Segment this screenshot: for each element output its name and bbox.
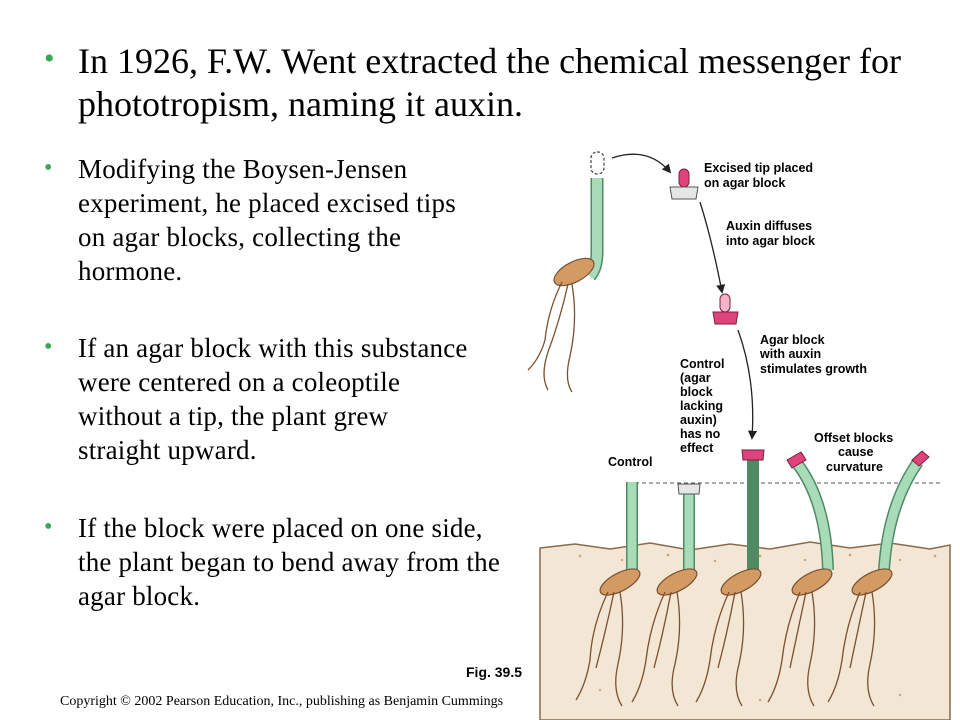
title-bullet: •: [44, 42, 55, 75]
label-control-a4: lacking: [680, 399, 723, 413]
bullet-dot-3: •: [44, 514, 53, 540]
label-control-a2: (agar: [680, 371, 711, 385]
bullet-dot-1: •: [44, 155, 53, 181]
label-control-a5: auxin): [680, 413, 717, 427]
arrow-to-pink-block: [699, 201, 726, 294]
label-agar-3: stimulates growth: [760, 362, 867, 376]
bullet-3: If the block were placed on one side, th…: [78, 513, 501, 611]
label-agar-1: Agar block: [760, 333, 825, 347]
plant-centered-block: [695, 449, 765, 707]
plant-gray-block: [631, 483, 701, 707]
arrow-to-plant: [737, 329, 758, 440]
label-control: Control: [608, 455, 652, 469]
seedling-excised: [527, 151, 605, 393]
slide-title: In 1926, F.W. Went extracted the chemica…: [78, 41, 901, 124]
label-excised-1: Excised tip placed: [704, 161, 813, 175]
label-control-a7: effect: [680, 441, 714, 455]
figure-label: Fig. 39.5: [466, 664, 523, 680]
plant-offset-left: [767, 451, 834, 707]
label-offset-2: cause: [838, 445, 873, 459]
arrow-tip-to-block: [611, 153, 672, 174]
auxin-agar-block: [712, 293, 739, 325]
label-control-a6: has no: [680, 427, 721, 441]
copyright-notice: Copyright © 2002 Pearson Education, Inc.…: [60, 694, 504, 709]
bullet-1: Modifying the Boysen-Jensen experiment, …: [78, 154, 456, 286]
label-diffuses-2: into agar block: [726, 234, 815, 248]
plant-control: [575, 482, 641, 707]
label-agar-2: with auxin: [759, 347, 821, 361]
excised-tip-on-agar: [669, 168, 699, 200]
label-offset-1: Offset blocks: [814, 431, 893, 445]
bullet-dot-2: •: [44, 334, 53, 360]
label-control-a1: Control: [680, 357, 724, 371]
label-offset-3: curvature: [826, 460, 883, 474]
plant-offset-right: [827, 450, 930, 707]
label-control-a3: block: [680, 385, 713, 399]
bullet-2: If an agar block with this substance wer…: [78, 333, 468, 465]
label-excised-2: on agar block: [704, 176, 785, 190]
label-diffuses-1: Auxin diffuses: [726, 219, 812, 233]
